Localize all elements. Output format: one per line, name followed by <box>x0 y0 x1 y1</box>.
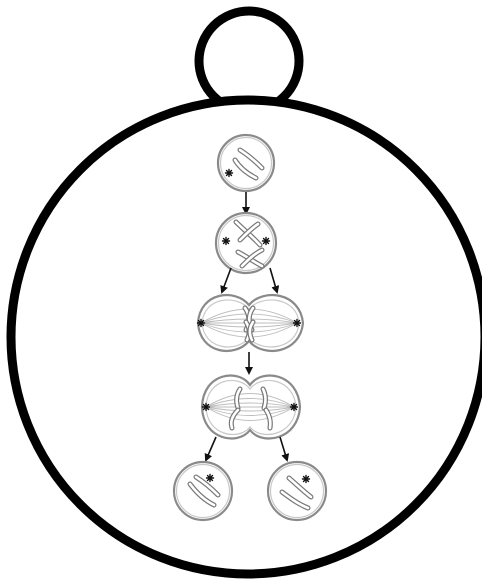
interphase-cell <box>218 135 274 191</box>
centrosome-icon <box>303 476 310 483</box>
chromosome <box>246 322 253 340</box>
prophase-cell <box>216 213 276 273</box>
centrosome-icon <box>207 475 214 482</box>
anaphase-cell <box>202 376 300 439</box>
metaphase-cell <box>198 295 304 351</box>
centrosome-icon <box>226 170 233 177</box>
centrosome-icon <box>263 238 270 245</box>
centrosome-icon <box>203 404 210 411</box>
chromosome <box>263 389 265 408</box>
centrosome-icon <box>223 238 230 245</box>
centrosome-icon <box>294 320 301 327</box>
daughter-cell-right <box>268 462 326 520</box>
centrosome-icon <box>291 404 298 411</box>
daughter-cell-left <box>174 462 232 520</box>
centrosome-icon <box>198 320 205 327</box>
pendant-frame <box>11 11 482 574</box>
